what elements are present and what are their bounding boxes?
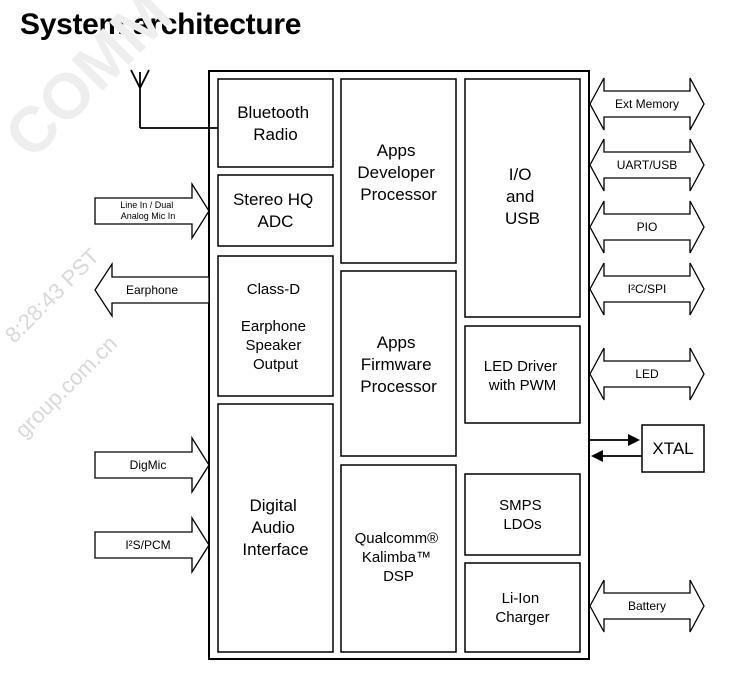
- i2s-pcm-arrow: I²S/PCM: [94, 515, 210, 575]
- uart-usb-label: UART/USB: [617, 158, 677, 172]
- apps-developer-processor-label: Apps Developer Processor: [357, 141, 439, 204]
- ext-memory-label: Ext Memory: [615, 97, 679, 111]
- li-ion-charger-label: Li-Ion Charger: [495, 590, 549, 626]
- line-in-label: Line In / Dual Analog Mic In: [120, 200, 176, 221]
- antenna-icon: [130, 69, 218, 129]
- battery-label: Battery: [628, 599, 666, 613]
- xtal-block: XTAL: [590, 424, 705, 473]
- class-d-output-block: Class-D Earphone Speaker Output: [217, 255, 334, 397]
- line-in-arrow: Line In / Dual Analog Mic In: [94, 181, 210, 241]
- stereo-adc-label: Stereo HQ ADC: [233, 190, 318, 231]
- led-driver-block: LED Driver with PWM: [464, 325, 581, 424]
- pio-label: PIO: [637, 220, 658, 234]
- bluetooth-radio-block: Bluetooth Radio: [217, 78, 334, 168]
- io-usb-block: I/O and USB: [464, 78, 581, 318]
- led-driver-label: LED Driver with PWM: [484, 358, 562, 394]
- apps-firmware-processor-block: Apps Firmware Processor: [340, 270, 457, 457]
- digital-audio-interface-label: Digital Audio Interface: [242, 496, 308, 559]
- digmic-arrow: DigMic: [94, 435, 210, 495]
- apps-firmware-processor-label: Apps Firmware Processor: [360, 333, 437, 396]
- kalimba-dsp-label: Qualcomm® Kalimba™ DSP: [355, 530, 443, 585]
- led-label: LED: [635, 367, 659, 381]
- smps-ldos-block: SMPS LDOs: [464, 473, 581, 556]
- earphone-arrow: Earphone: [94, 261, 210, 319]
- pio-arrow: PIO: [589, 200, 705, 254]
- ext-memory-arrow: Ext Memory: [589, 77, 705, 131]
- smps-ldos-label: SMPS LDOs: [499, 497, 546, 533]
- i2c-spi-label: I²C/SPI: [628, 282, 667, 296]
- battery-arrow: Battery: [589, 579, 705, 633]
- digital-audio-interface-block: Digital Audio Interface: [217, 403, 334, 653]
- i2c-spi-arrow: I²C/SPI: [589, 262, 705, 316]
- uart-usb-arrow: UART/USB: [589, 138, 705, 192]
- led-arrow: LED: [589, 347, 705, 401]
- earphone-label: Earphone: [126, 283, 178, 297]
- i2s-pcm-label: I²S/PCM: [125, 538, 170, 552]
- kalimba-dsp-block: Qualcomm® Kalimba™ DSP: [340, 464, 457, 653]
- class-d-output-label: Class-D Earphone Speaker Output: [241, 281, 310, 373]
- xtal-label: XTAL: [652, 439, 693, 458]
- apps-developer-processor-block: Apps Developer Processor: [340, 78, 457, 264]
- chip-boundary: [208, 70, 590, 660]
- li-ion-charger-block: Li-Ion Charger: [464, 562, 581, 653]
- digmic-label: DigMic: [130, 458, 167, 472]
- stereo-adc-block: Stereo HQ ADC: [217, 174, 334, 247]
- page-title: System architecture: [20, 8, 302, 41]
- bluetooth-radio-label: Bluetooth Radio: [237, 103, 314, 144]
- io-usb-label: I/O and USB: [505, 165, 540, 228]
